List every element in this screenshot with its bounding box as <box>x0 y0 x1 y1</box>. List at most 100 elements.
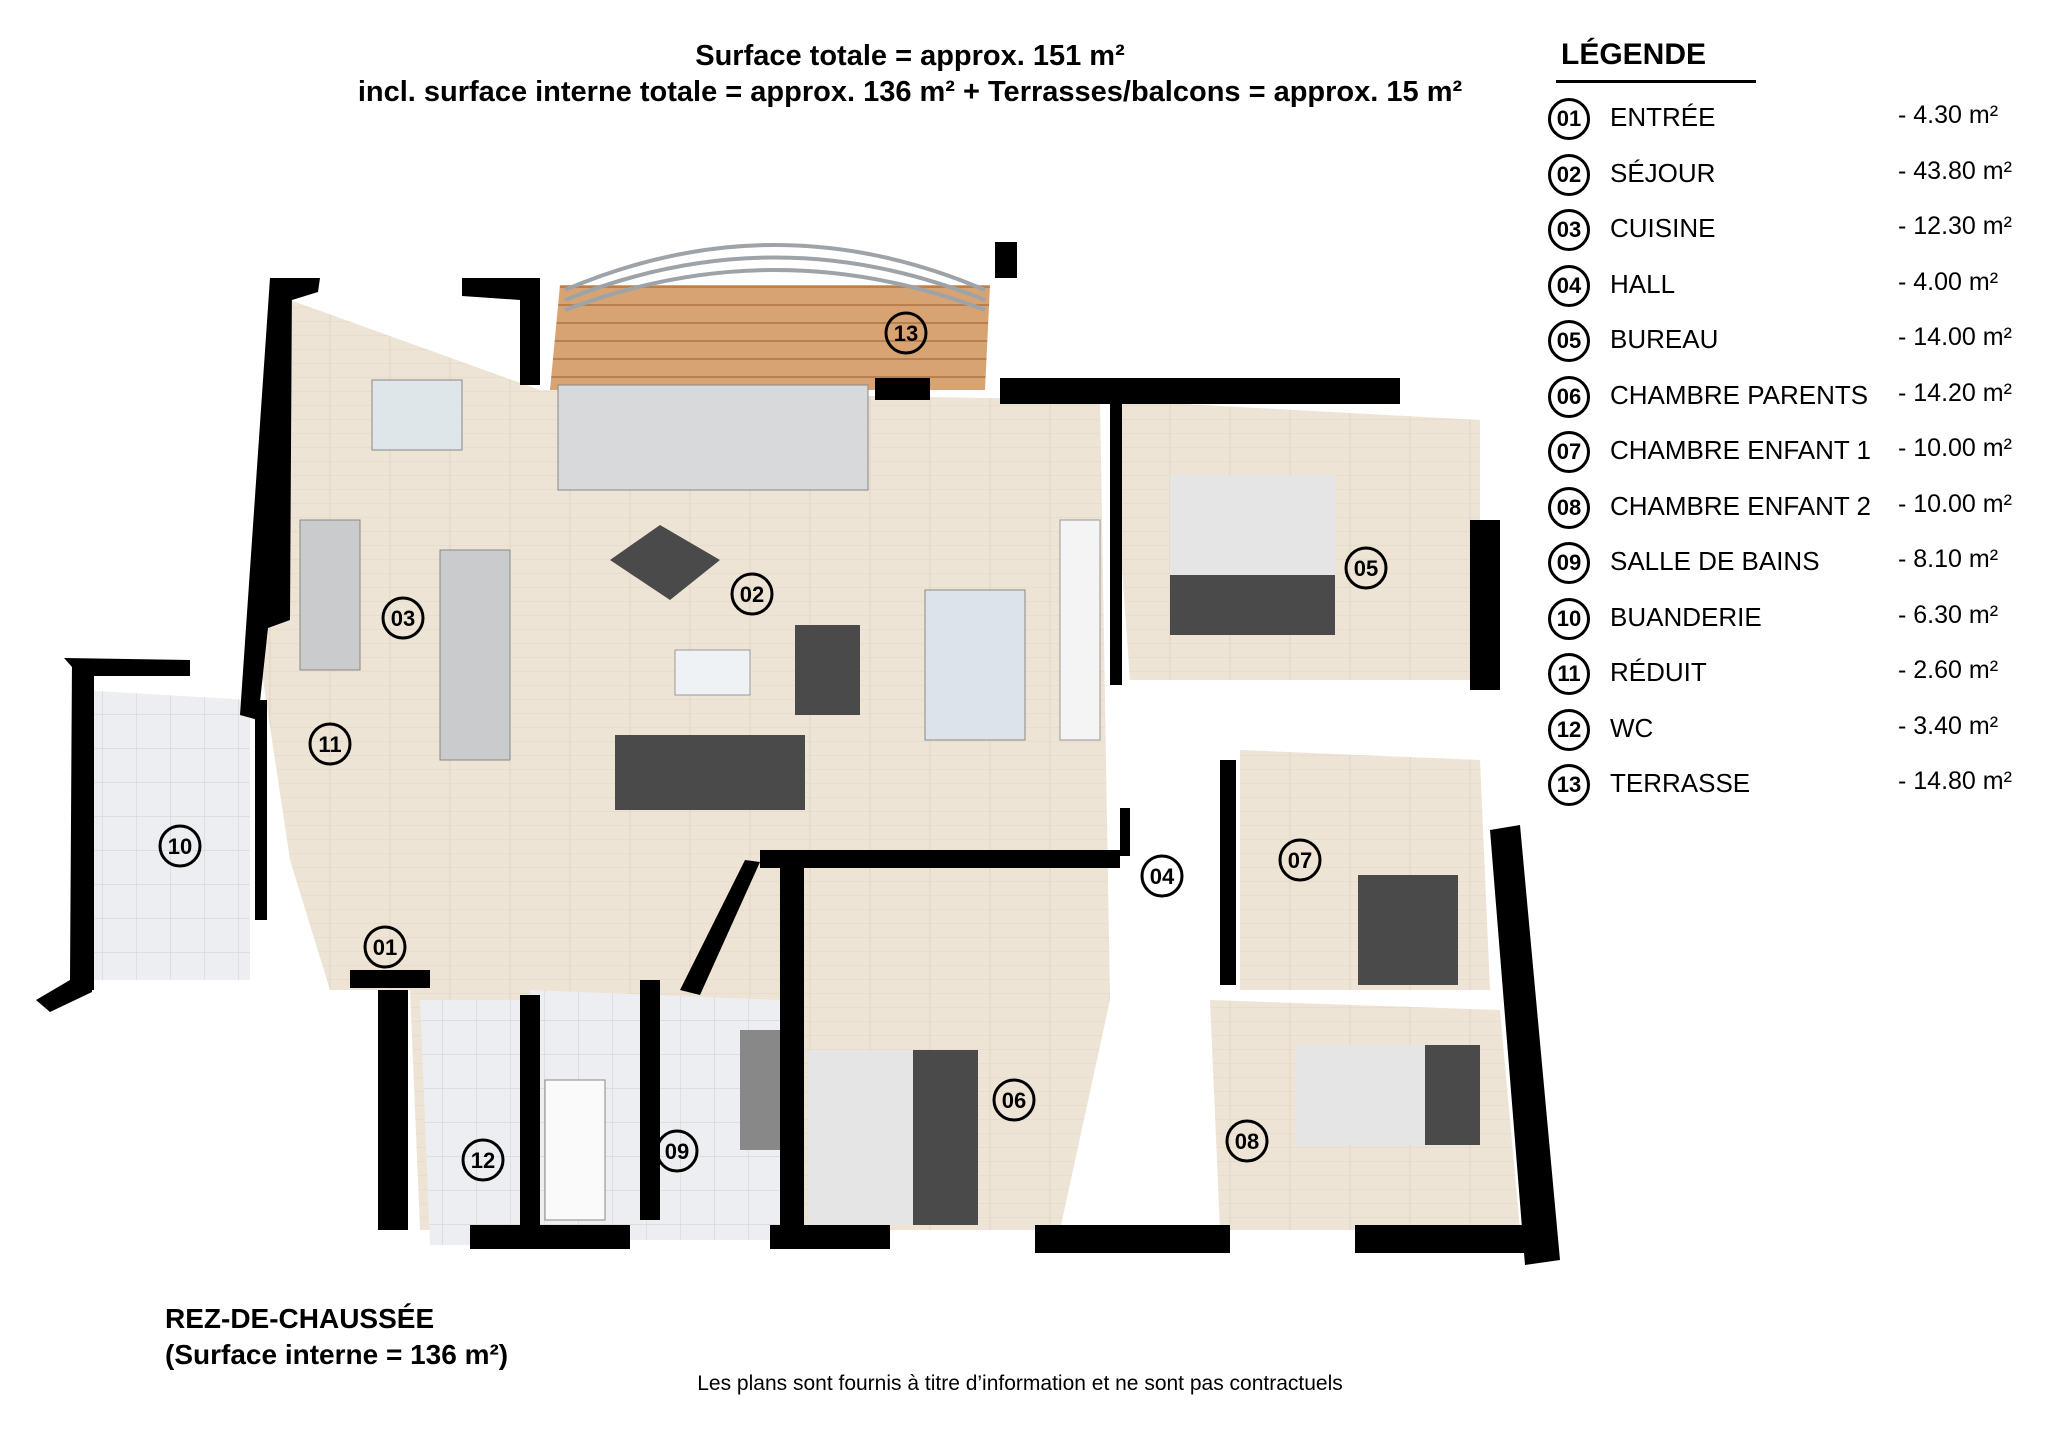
cabinet-living <box>1059 519 1101 741</box>
room-marker-circle <box>381 596 425 640</box>
legend-room-name: SALLE DE BAINS <box>1610 546 1820 576</box>
room-marker-02: 02 <box>730 572 774 616</box>
room-marker-04: 04 <box>1140 854 1184 898</box>
legend-room-name: CHAMBRE ENFANT 2 <box>1610 490 1872 521</box>
room-marker-05: 05 <box>1344 546 1388 590</box>
legend-number-badge: 11 <box>1548 653 1590 695</box>
kitchen-island <box>439 549 511 761</box>
legend-room-name: ENTRÉE <box>1610 102 1716 132</box>
room-marker-08: 08 <box>1225 1119 1269 1163</box>
room-marker-circle <box>1140 854 1184 898</box>
floor-name: REZ-DE-CHAUSSÉE <box>165 1303 435 1334</box>
legend-room-area: - 4.00 m² <box>1898 267 1999 296</box>
master-bed-sheet <box>808 1050 913 1225</box>
room-marker-10: 10 <box>158 824 202 868</box>
room-marker-01: 01 <box>363 925 407 969</box>
room-markers: 01 02 03 04 05 06 07 08 09 10 11 12 13 <box>158 311 1388 1182</box>
legend-item-01: 01 ENTRÉE - 4.30 m² <box>1548 96 2038 142</box>
legend-room-name: RÉDUIT <box>1610 657 1707 687</box>
floor-wc <box>420 1000 520 1245</box>
legend-room-area: - 10.00 m² <box>1898 434 2012 462</box>
legend-room-name: CHAMBRE ENFANT 1 <box>1610 435 1872 465</box>
armchair-right <box>795 625 860 715</box>
child1-bed <box>1358 875 1458 985</box>
room-marker-circle <box>884 311 928 355</box>
room-marker-circle <box>308 722 352 766</box>
legend-room-area: - 14.00 m² <box>1898 323 2012 351</box>
legend-item-10: 10 BUANDERIE - 6.30 m² <box>1548 596 2038 642</box>
legend-number-badge: 13 <box>1548 764 1590 806</box>
legend-room-area: - 14.20 m² <box>1898 378 2012 407</box>
legend-room-area: - 43.80 m² <box>1898 156 2012 185</box>
office-bed-sheet <box>1170 475 1335 575</box>
legend-room-area: - 10.00 m² <box>1898 489 2012 518</box>
legend-number-badge: 12 <box>1548 708 1590 751</box>
room-marker-label: 13 <box>894 321 918 346</box>
legend-number-badge: 10 <box>1548 597 1590 640</box>
area-breakdown-heading: incl. surface interne totale = approx. 1… <box>357 76 1463 108</box>
legend-number-badge: 06 <box>1548 375 1590 418</box>
room-marker-label: 12 <box>471 1148 495 1173</box>
room-marker-13: 13 <box>884 311 928 355</box>
floor-laundry <box>70 690 250 980</box>
dining-table-kitchen <box>371 379 463 451</box>
legend-room-name: BUANDERIE <box>1610 601 1762 632</box>
legend-room-area: - 12.30 m² <box>1898 212 2012 240</box>
room-marker-06: 06 <box>992 1078 1036 1122</box>
total-area-heading: Surface totale = approx. 151 m² <box>695 40 1125 72</box>
room-marker-label: 04 <box>1150 864 1175 889</box>
armchair <box>610 525 720 600</box>
room-marker-12: 12 <box>461 1138 505 1182</box>
legend-number-badge: 04 <box>1548 264 1590 307</box>
legend-room-name: CHAMBRE PARENTS <box>1610 379 1869 410</box>
terrace-railing <box>564 243 986 312</box>
sofa <box>615 735 805 810</box>
room-marker-circle <box>992 1078 1036 1122</box>
room-marker-09: 09 <box>655 1129 699 1173</box>
bathroom-vanity <box>740 1030 780 1150</box>
dining-table-main <box>924 589 1026 741</box>
legend-room-name: HALL <box>1610 268 1676 299</box>
legend-item-11: 11 RÉDUIT - 2.60 m² <box>1548 651 2038 697</box>
kitchen-counter <box>299 519 361 671</box>
room-marker-label: 02 <box>740 582 764 607</box>
terrace-deck <box>550 285 990 390</box>
child2-bed-sheet <box>1295 1045 1425 1145</box>
legend-title: LÉGENDE <box>1561 38 1707 71</box>
room-marker-label: 07 <box>1288 848 1312 873</box>
legend-room-area: - 2.60 m² <box>1898 656 1999 684</box>
room-marker-07: 07 <box>1278 838 1322 882</box>
legend-room-area: - 6.30 m² <box>1898 600 1999 629</box>
legend-room-area: - 4.30 m² <box>1898 101 1999 129</box>
room-marker-circle <box>730 572 774 616</box>
room-marker-03: 03 <box>381 596 425 640</box>
room-marker-label: 08 <box>1235 1129 1259 1154</box>
legend-number-badge: 02 <box>1548 153 1590 196</box>
room-marker-label: 10 <box>168 834 192 859</box>
room-marker-circle <box>655 1129 699 1173</box>
room-marker-label: 03 <box>391 606 415 631</box>
room-marker-circle <box>1278 838 1322 882</box>
room-marker-circle <box>1225 1119 1269 1163</box>
legend-number-badge: 03 <box>1548 209 1590 251</box>
legend-underline <box>1556 80 1756 83</box>
legend-number-badge: 07 <box>1548 431 1590 473</box>
bathtub <box>544 1079 606 1221</box>
room-marker-label: 05 <box>1354 556 1378 581</box>
sliding-doors <box>557 384 869 491</box>
room-marker-circle <box>158 824 202 868</box>
legend-room-name: CUISINE <box>1610 213 1716 243</box>
legend-room-name: TERRASSE <box>1610 768 1751 798</box>
room-marker-label: 06 <box>1002 1088 1026 1113</box>
coffee-table <box>674 649 751 696</box>
legend-number-badge: 01 <box>1548 98 1590 140</box>
room-marker-11: 11 <box>308 722 352 766</box>
legend-room-name: BUREAU <box>1610 324 1719 354</box>
room-marker-label: 01 <box>373 935 397 960</box>
walls <box>36 242 1560 1265</box>
